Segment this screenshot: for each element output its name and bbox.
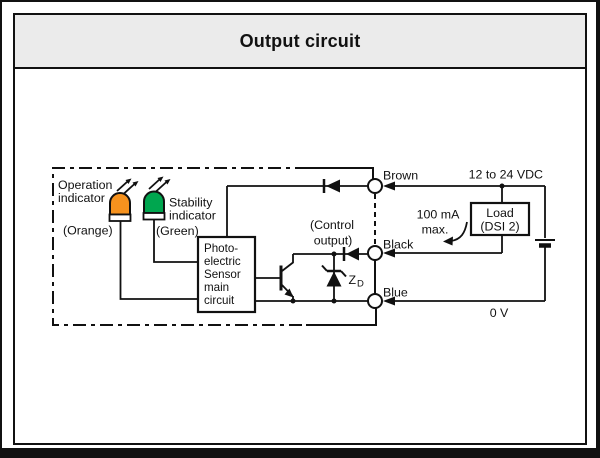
operation-led-wire: [119, 221, 198, 300]
emission-arrowhead: [157, 176, 164, 182]
terminal-label: Brown: [383, 169, 418, 183]
diode-triangle: [346, 247, 359, 261]
diode-triangle: [326, 179, 340, 193]
control-output-line1: (Control: [310, 218, 354, 232]
operation-indicator-label-2: indicator: [58, 191, 105, 205]
green-led-base: [142, 212, 166, 221]
emission-arrow: [116, 180, 129, 192]
output-circuit-diagram: Operation indicator (Orange) Stability i…: [52, 167, 555, 326]
enclosure-bottom-right-wire: [306, 308, 377, 326]
zener-bend: [340, 270, 347, 278]
junction-dot: [331, 251, 337, 257]
emission-arrowhead: [132, 181, 139, 187]
main-circuit-line: electric: [204, 255, 241, 268]
zener-diode-icon: Z D: [321, 251, 364, 304]
stability-indicator-label-2: indicator: [169, 209, 216, 223]
wire-arrowhead: [383, 181, 395, 191]
terminal-black: Black: [367, 238, 414, 261]
green-led-icon: [143, 190, 165, 214]
emission-arrowhead: [164, 179, 171, 185]
zero-volt-label: 0 V: [490, 306, 509, 320]
max-current-label: 100 mA: [417, 208, 460, 222]
stability-indicator: Stability indicator (Green): [142, 176, 216, 263]
battery-icon: [535, 239, 555, 248]
page-title-bar: Output circuit: [13, 13, 587, 69]
operation-indicator-label: Operation: [58, 178, 113, 192]
emission-arrow: [123, 182, 136, 195]
diode-icon: [322, 179, 340, 193]
transistor-icon: [279, 254, 296, 304]
main-circuit-line: Sensor: [204, 268, 241, 281]
stability-indicator-color: (Green): [156, 224, 199, 238]
page-title: Output circuit: [239, 30, 361, 51]
transistor-emitter-arrowhead: [284, 288, 294, 298]
control-output-label: (Control output): [310, 218, 354, 248]
main-circuit-line: circuit: [204, 294, 235, 307]
zener-label-subscript: D: [357, 279, 364, 290]
orange-led-base: [108, 213, 132, 222]
terminal-label: Blue: [383, 286, 408, 300]
junction-dot: [331, 298, 337, 304]
main-circuit-rect: [196, 235, 257, 314]
wire-arrowhead: [383, 248, 395, 258]
light-emission-arrows-icon: [148, 176, 171, 193]
supply-voltage-label: 12 to 24 VDC: [469, 168, 543, 182]
zener-triangle: [326, 271, 342, 287]
terminal-blue: Blue: [367, 286, 408, 309]
emission-arrow: [148, 178, 161, 190]
terminal-circle: [367, 178, 383, 194]
diagram-canvas: [13, 67, 587, 445]
load-rect: [469, 201, 531, 237]
light-emission-arrows-icon: [116, 178, 139, 195]
control-output-line2: output): [314, 234, 353, 248]
terminal-circle: [367, 245, 383, 261]
zener-label: Z: [349, 273, 357, 287]
sensor-enclosure-border: [52, 167, 377, 326]
terminal-brown: Brown: [367, 169, 418, 194]
operation-indicator-color: (Orange): [63, 224, 113, 238]
external-wiring: 12 to 24 VDC 0 V: [393, 168, 546, 320]
stability-led-wire: [153, 219, 198, 263]
emission-arrowhead: [125, 178, 132, 184]
load-label: Load: [486, 206, 514, 220]
junction-dot: [290, 298, 296, 304]
max-current-annotation: 100 mA max.: [417, 208, 468, 246]
main-circuit-box: Photo- electric Sensor main circuit: [196, 235, 257, 314]
curved-arrow: [450, 221, 468, 242]
main-circuit-line: Photo-: [204, 242, 238, 255]
curved-arrowhead: [443, 236, 453, 246]
emission-arrow: [155, 180, 168, 193]
junction-dot: [499, 183, 505, 189]
transistor-collector: [281, 254, 294, 272]
terminal-circle: [367, 293, 383, 309]
wire-arrowhead: [383, 296, 395, 306]
page-inner: Output circuit Operation indicator (Oran…: [2, 2, 596, 448]
max-current-label-2: max.: [422, 223, 449, 237]
enclosure-top-right-wire: [306, 167, 374, 179]
operation-indicator: Operation indicator (Orange): [58, 178, 198, 300]
diode-icon: [342, 247, 359, 261]
terminal-label: Black: [383, 238, 414, 252]
main-circuit-line: main: [204, 281, 229, 294]
orange-led-icon: [109, 192, 131, 216]
enclosure-dashed-edge: [52, 167, 308, 326]
zener-bend: [321, 264, 328, 272]
stability-indicator-label: Stability: [169, 196, 213, 210]
load-label-2: (DSI 2): [480, 220, 519, 234]
load-box: Load (DSI 2): [469, 201, 531, 237]
